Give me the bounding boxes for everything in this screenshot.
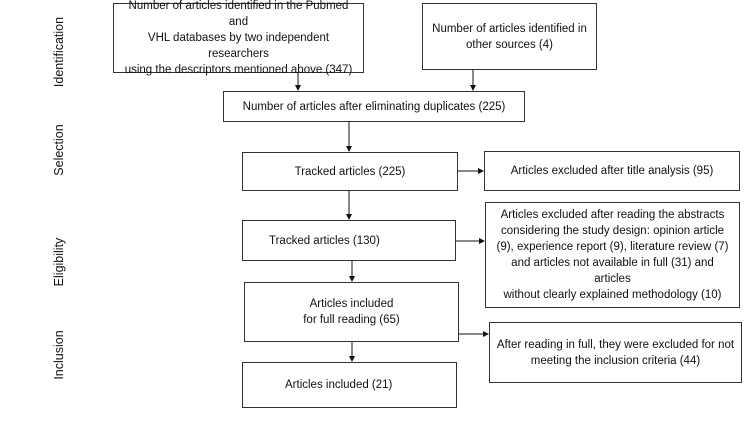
box-tracked-130: Tracked articles (130)	[242, 220, 456, 261]
box-excluded-abstracts: Articles excluded after reading the abst…	[485, 202, 740, 308]
box-other-sources: Number of articles identified in other s…	[422, 3, 597, 70]
box-tracked-225: Tracked articles (225)	[242, 152, 458, 191]
box-articles-included: Articles included (21)	[242, 362, 457, 408]
box-excluded-full-reading: After reading in full, they were exclude…	[489, 322, 742, 383]
box-excluded-title: Articles excluded after title analysis (…	[484, 151, 740, 191]
box-databases-identified: Number of articles identified in the Pub…	[113, 0, 364, 76]
box-full-reading: Articles included for full reading (65)	[244, 282, 459, 342]
box-after-duplicates: Number of articles after eliminating dup…	[223, 91, 525, 122]
